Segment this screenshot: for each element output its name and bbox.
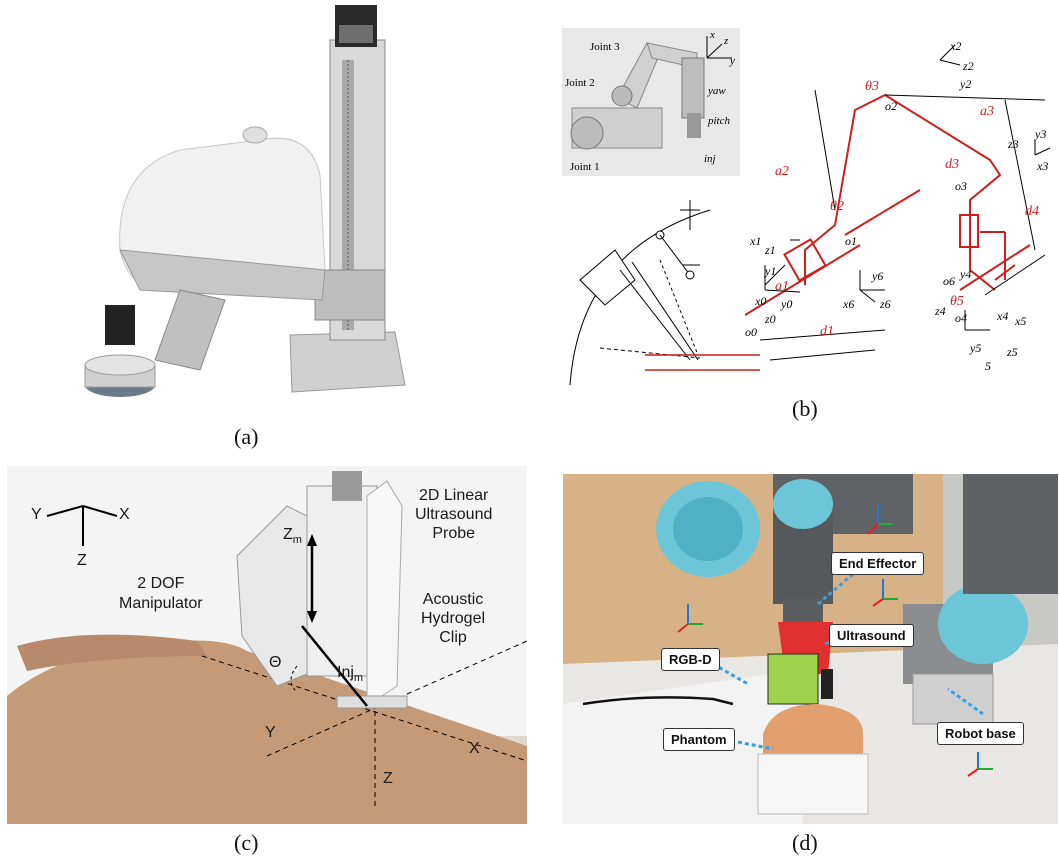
ground-x-label: X	[469, 740, 480, 757]
o4: o4	[955, 311, 967, 325]
robot-arm-cad: Joint 3 Joint 2 Joint 1 x z y yaw pitch …	[565, 29, 735, 173]
panel-a	[60, 0, 460, 420]
z3: z3	[1007, 137, 1019, 151]
d1: d1	[820, 324, 834, 339]
caption-d: (d)	[792, 830, 818, 855]
zm-sub: m	[292, 534, 302, 547]
rgbd-callout: RGB-D	[661, 648, 720, 671]
theta5: θ5	[950, 294, 964, 309]
joint3-label: Joint 3	[590, 41, 620, 53]
probe-label-line2: Ultrasound	[415, 506, 493, 523]
o3: o3	[955, 179, 967, 193]
a2: a2	[775, 164, 789, 179]
y5: y5	[969, 341, 981, 355]
x4: x4	[996, 309, 1008, 323]
x6: x6	[842, 297, 854, 311]
z1: z1	[764, 243, 776, 257]
pitch-label: pitch	[707, 115, 730, 127]
scara-robot-illustration	[84, 5, 406, 397]
inset-axis-y: y	[729, 55, 735, 67]
z4: z4	[934, 304, 946, 318]
end-effector-callout: End Effector	[831, 552, 925, 575]
probe-label: 2D Linear Ultrasound Probe	[415, 486, 492, 543]
ur-robot-photo	[563, 474, 1058, 824]
d3: d3	[945, 157, 959, 172]
inj-label: inj	[704, 153, 716, 165]
y2: y2	[959, 77, 971, 91]
z0: z0	[764, 312, 776, 326]
joint2-label: Joint 2	[565, 77, 595, 89]
probe-label-line3: Probe	[432, 525, 476, 542]
ground-z-label: Z	[383, 770, 393, 787]
o6: o6	[943, 274, 955, 288]
inset-axis-z: z	[723, 35, 729, 47]
ground-y-label: Y	[265, 724, 276, 741]
o2: o2	[885, 99, 897, 113]
a3: a3	[980, 104, 994, 119]
caption-c: (c)	[234, 830, 259, 855]
x0: x0	[754, 294, 766, 308]
o0: o0	[745, 325, 757, 339]
clip-label: Acoustic Hydrogel Clip	[421, 590, 485, 647]
a1: a1	[775, 279, 789, 294]
zm-main: Z	[283, 526, 293, 543]
joint-inset-photo: Joint 3 Joint 2 Joint 1 x z y yaw pitch …	[562, 28, 740, 176]
panel-b: Joint 3 Joint 2 Joint 1 x z y yaw pitch …	[560, 0, 1059, 420]
injm-label: Injm	[337, 664, 363, 684]
y3: y3	[1034, 127, 1046, 141]
clip-label-line3: Clip	[439, 629, 467, 646]
o5: 5	[985, 359, 991, 373]
wrist-schematic	[569, 200, 760, 386]
clip-label-line1: Acoustic	[422, 591, 484, 608]
zm-label: Zm	[283, 526, 302, 546]
yaw-label: yaw	[707, 85, 726, 97]
phantom-callout: Phantom	[663, 728, 735, 751]
x5: x5	[1014, 314, 1026, 328]
x1: x1	[749, 234, 761, 248]
x3: x3	[1036, 159, 1048, 173]
inset-axis-x: x	[709, 29, 715, 41]
injm-sub: m	[353, 672, 364, 685]
d4: d4	[1025, 204, 1039, 219]
x2: x2	[949, 40, 961, 53]
manipulator-label-line1: 2 DOF	[137, 575, 185, 592]
panel-d: End Effector Ultrasound RGB-D Phantom Ro…	[563, 474, 1058, 824]
axis-x-label: X	[119, 506, 130, 523]
panel-c: Y X Z 2D Linear Ultrasound Probe 2 DOF M…	[7, 466, 527, 824]
theta2: θ2	[830, 199, 844, 214]
clip-label-line2: Hydrogel	[421, 610, 486, 627]
y4: y4	[959, 267, 971, 281]
axis-y-label: Y	[31, 506, 42, 523]
hand-manipulator-illustration	[7, 471, 527, 824]
manipulator-label-line2: Manipulator	[119, 595, 203, 612]
robot-base-callout: Robot base	[937, 722, 1024, 745]
theta-label: Θ	[269, 654, 282, 671]
z2: z2	[962, 59, 974, 73]
caption-b: (b)	[792, 396, 818, 421]
theta3: θ3	[865, 79, 879, 94]
probe-label-line1: 2D Linear	[419, 487, 489, 504]
axis-z-label: Z	[77, 552, 87, 569]
dh-frame-diagram: θ3 a3 a2 θ2 d3 d4 a1 d1 θ5 x2 z2 y2 o2 z…	[745, 40, 1051, 373]
y0: y0	[780, 297, 792, 311]
caption-a: (a)	[234, 424, 259, 449]
manipulator-label: 2 DOF Manipulator	[119, 574, 203, 614]
z6: z6	[879, 297, 891, 311]
injm-main: Inj	[337, 664, 354, 681]
z5: z5	[1006, 345, 1018, 359]
o1: o1	[845, 234, 857, 248]
joint1-label: Joint 1	[570, 161, 600, 173]
y6: y6	[871, 269, 883, 283]
ultrasound-callout: Ultrasound	[829, 624, 914, 647]
y1: y1	[764, 264, 776, 278]
